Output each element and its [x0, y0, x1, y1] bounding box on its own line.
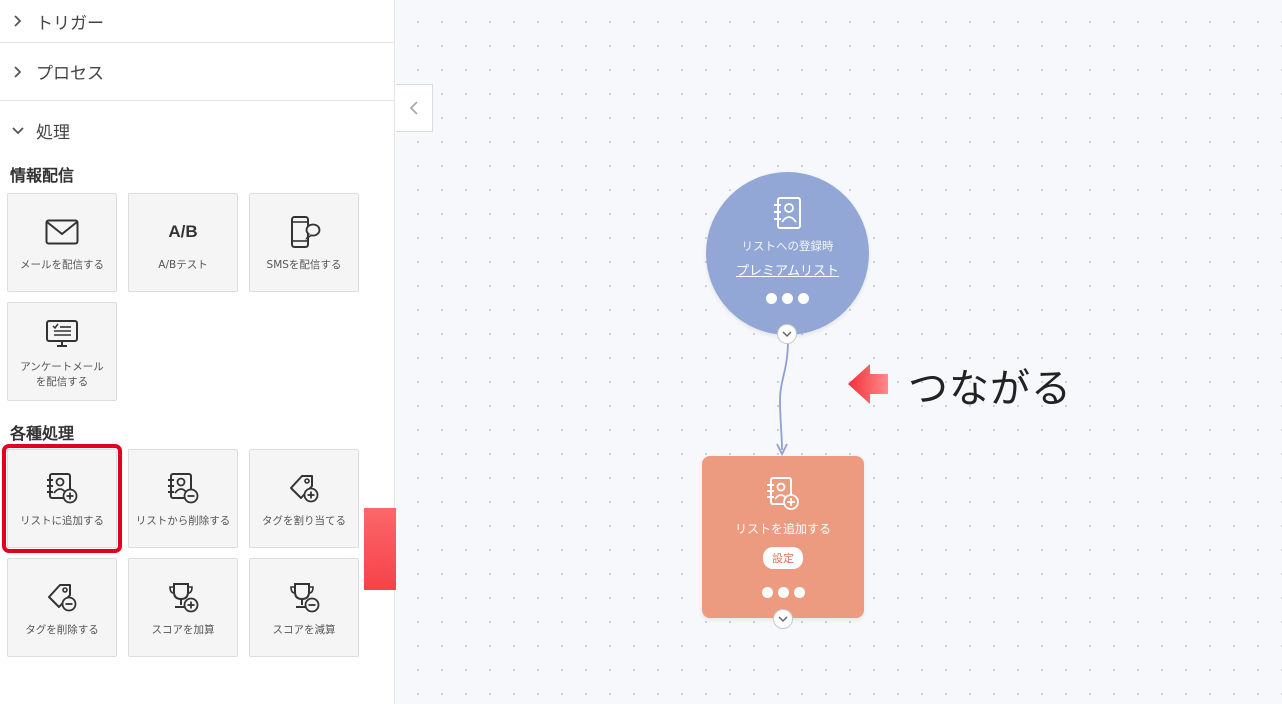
tile-label: リストから削除する: [135, 515, 231, 527]
tile-label: スコアを加算: [151, 624, 215, 636]
workflow-canvas[interactable]: リストへの登録時 プレミアムリスト つながる リストを追加する 設定: [396, 0, 1282, 704]
accordion-action[interactable]: 処理: [0, 101, 394, 159]
tile-label: アンケートメール を配信する: [20, 360, 104, 388]
sidebar: トリガー プロセス 処理 情報配信 メールを配信する A/B A/Bテスト: [0, 0, 395, 704]
section-title-delivery: 情報配信: [10, 166, 75, 185]
accordion-trigger[interactable]: トリガー: [0, 0, 394, 43]
list-remove-icon: [166, 468, 200, 508]
trigger-node[interactable]: リストへの登録時 プレミアムリスト: [706, 172, 869, 335]
trigger-node-expand-button[interactable]: [777, 324, 797, 344]
tile-assign-tag[interactable]: タグを割り当てる: [249, 449, 359, 548]
chevron-down-icon: [778, 616, 788, 623]
accordion-process[interactable]: プロセス: [0, 43, 394, 101]
tile-send-sms[interactable]: SMSを配信する: [249, 193, 359, 292]
tile-remove-from-list[interactable]: リストから削除する: [128, 449, 238, 548]
sms-phone-icon: [287, 212, 321, 252]
chevron-down-icon: [782, 331, 792, 338]
action-node-title: リストを追加する: [734, 522, 831, 536]
more-options-icon[interactable]: [761, 587, 805, 598]
accordion-label: トリガー: [36, 13, 104, 34]
ab-icon-text: A/B: [168, 222, 198, 241]
tag-remove-icon: [45, 577, 79, 617]
tile-add-score[interactable]: スコアを加算: [128, 558, 238, 657]
tile-label: SMSを配信する: [266, 259, 342, 271]
tile-send-survey[interactable]: アンケートメール を配信する: [7, 302, 117, 401]
tile-label: メールを配信する: [20, 259, 104, 271]
trigger-node-title: リストへの登録時: [741, 239, 834, 253]
accordion-label: プロセス: [36, 64, 104, 84]
tile-label: タグを割り当てる: [262, 515, 346, 527]
survey-monitor-icon: [45, 314, 79, 354]
node-connector: [776, 340, 789, 457]
list-contact-icon: [772, 196, 804, 234]
trophy-add-icon: [166, 577, 200, 617]
small-arrow-left-icon: [848, 364, 888, 404]
accordion-label: 処理: [36, 122, 70, 143]
list-add-icon: [45, 468, 79, 508]
mail-icon: [45, 212, 79, 252]
section-title-processing: 各種処理: [10, 424, 75, 443]
settings-button[interactable]: 設定: [763, 547, 803, 569]
chevron-left-icon: [409, 101, 418, 115]
tile-subtract-score[interactable]: スコアを減算: [249, 558, 359, 657]
more-options-icon[interactable]: [766, 293, 809, 304]
action-node[interactable]: リストを追加する 設定: [702, 456, 864, 618]
chevron-down-icon: [12, 125, 32, 135]
tile-send-mail[interactable]: メールを配信する: [7, 193, 117, 292]
tile-add-to-list[interactable]: リストに追加する: [2, 444, 122, 553]
chevron-right-icon: [12, 15, 32, 27]
collapse-sidebar-button[interactable]: [396, 84, 433, 132]
tile-label: A/Bテスト: [158, 259, 208, 271]
annotation-text: つながる: [908, 366, 1072, 412]
ab-test-icon: A/B: [168, 212, 197, 252]
tile-label: スコアを減算: [272, 624, 336, 636]
action-node-expand-button[interactable]: [773, 609, 793, 629]
tag-add-icon: [287, 468, 321, 508]
trigger-node-list-link[interactable]: プレミアムリスト: [735, 264, 840, 279]
tile-label: タグを削除する: [25, 624, 99, 636]
tile-label: リストに追加する: [20, 515, 104, 527]
tile-ab-test[interactable]: A/B A/Bテスト: [128, 193, 238, 292]
chevron-right-icon: [12, 65, 32, 78]
list-add-icon: [765, 476, 801, 514]
trophy-remove-icon: [287, 577, 321, 617]
tile-remove-tag[interactable]: タグを削除する: [7, 558, 117, 657]
